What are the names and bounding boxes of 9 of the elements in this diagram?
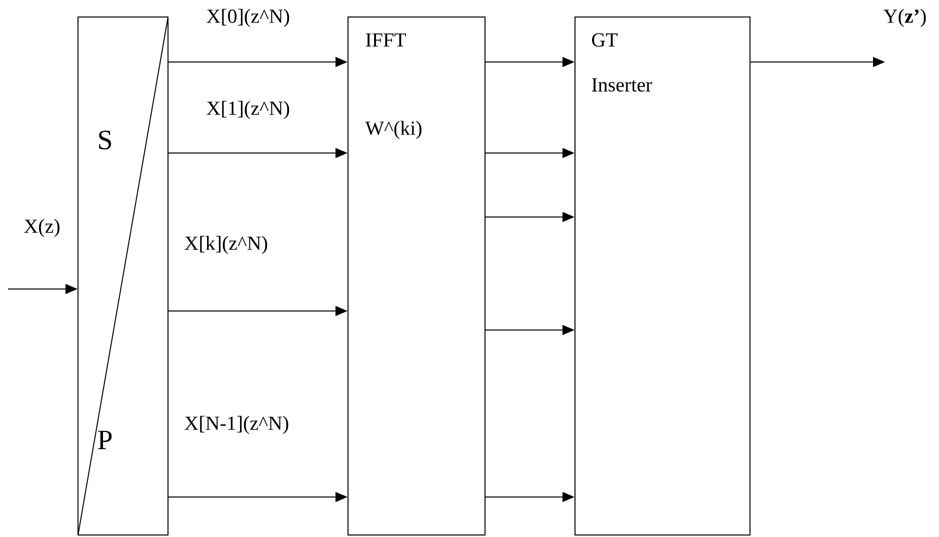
block-box: GT Inserter (574, 16, 750, 536)
edge-label: Y(z’) (884, 8, 926, 28)
edge-label: X[1](z^N) (206, 100, 290, 120)
block-box: S P (78, 16, 168, 536)
edge-label: X[N-1](z^N) (184, 416, 288, 434)
edge-label: X[k](z^N) (184, 236, 268, 254)
edge-label: X(z) (24, 218, 60, 238)
block-box: IFFT W^(ki) (348, 16, 486, 536)
edge-label: X[0](z^N) (206, 8, 290, 28)
